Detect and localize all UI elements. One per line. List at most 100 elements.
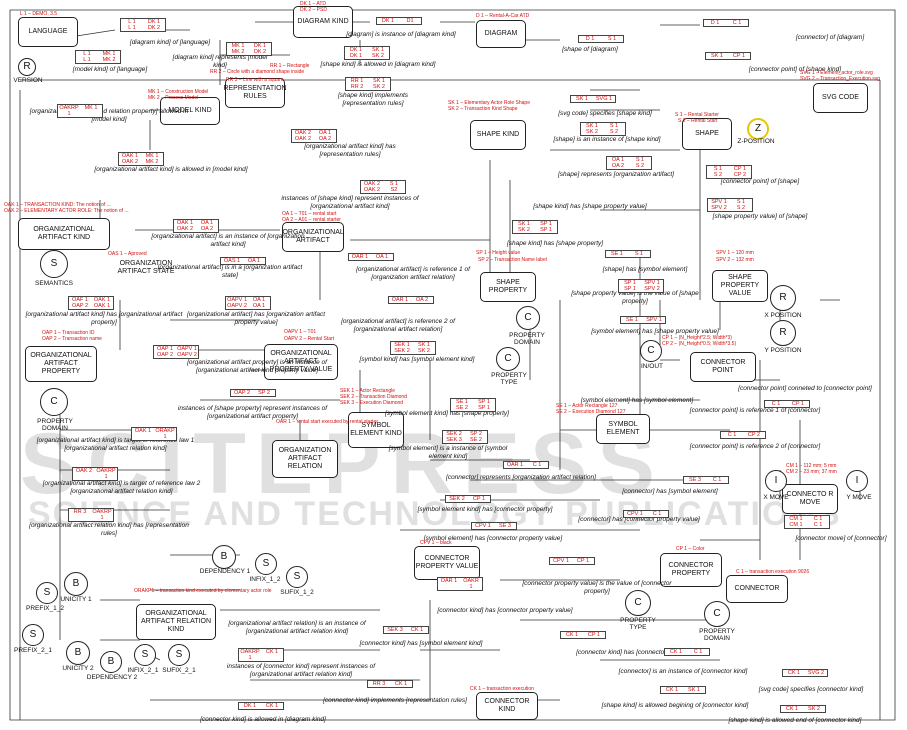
annotation-label: RR 1 – Rectangle (270, 63, 310, 69)
table-cell: OAKRP 1 (92, 509, 112, 521)
table-cell: RR 3 (73, 509, 87, 515)
table-cell: C 1 (813, 516, 823, 522)
table-cell: SE 2 (470, 437, 482, 443)
annotation-label: SP 2 – Transaction Name label (478, 257, 547, 263)
annotation-label: SVG 1 – Element_actor_role.svg (800, 70, 873, 76)
connector-property-value-entity: CONNECTOR PROPERTY VALUE (414, 546, 480, 580)
table-cell: S 2 (736, 205, 746, 211)
fact-label: [organizational artifact kind] is target… (42, 480, 201, 495)
s-prefix-2-1-circle: S (22, 624, 44, 646)
i-x-move-circle: I (765, 470, 787, 492)
annotation-label: OAR 1 – rental start executed by rental … (276, 419, 378, 425)
fact-label: [symbol element] has [symbol element] (580, 397, 694, 404)
fact-label: [shape kind] implements [representation … (337, 92, 409, 107)
table-cell: CK 1 (265, 649, 279, 655)
table-cell: OAF 1 (72, 297, 88, 303)
table-cell: SK 2 (418, 348, 430, 354)
annotation-label: CM 2 – 23 mm; 37 mm (786, 469, 837, 475)
annotation-label: OA 1 – T01 – rental start (282, 211, 337, 217)
table-cell: SK 1 (518, 221, 530, 227)
table-cell: C 1 (532, 462, 542, 468)
table-cell: OAP 2 (233, 390, 251, 396)
table-cell: SK 1 (373, 78, 385, 84)
circle-label: IN/OUT (640, 363, 664, 370)
fact-label: [organizational artifact] is in a [organ… (157, 264, 303, 279)
watermark-sub: SCIENCE AND TECHNOLOGY PUBLICATIONS (28, 495, 842, 533)
b-unicity-1-circle: B (64, 572, 88, 596)
table-cell: SK 1 (372, 47, 384, 53)
table-cell: RR 3 (372, 681, 386, 687)
organizational-artifact-property-value-entity: ORGANIZATIONAL ARTIFACT PROPERTY VALUE (264, 344, 338, 380)
fact-label: [diagram] is instance of [diagram kind] (346, 31, 456, 38)
table-cell: SE 1 (456, 399, 468, 405)
table-cell: OAK 1 (93, 297, 111, 303)
c-property-type-circle: C (625, 590, 651, 616)
annotation-label: SPV 1 – 120 mm (716, 250, 754, 256)
fact-label: [organizational artifact] is reference 1… (356, 266, 470, 281)
table-cell: SEK 2 (449, 496, 465, 502)
table-cell: OAPV 2 (177, 352, 197, 358)
circle-label: PROPERTY DOMAIN (699, 628, 735, 642)
table-cell: SK 2 (372, 53, 384, 59)
annotation-label: ORAKP1 – transaction kind executed by el… (134, 588, 272, 594)
table-cell: CK 1 (669, 649, 683, 655)
table-cell: OAR 1 (440, 578, 458, 584)
fact-table: OAR 1 OA 1 (348, 253, 394, 261)
annotation-label: S 2 – Rental Start (678, 118, 718, 124)
table-cell: OAKRP 1 (96, 468, 116, 480)
table-cell: C 1 (652, 511, 662, 517)
table-cell: OAKRP 1 (59, 105, 79, 117)
fact-label: [connector kind] has [symbol element kin… (359, 640, 483, 647)
table-cell: OA 1 (375, 254, 389, 260)
table-cell: CPV 1 (475, 523, 491, 529)
shape-entity: SHAPE (682, 118, 732, 150)
annotation-label: SK 1 – Elementary Actor Role Shape (448, 100, 530, 106)
table-cell: S2 (390, 187, 398, 193)
table-cell: CP 1 (587, 632, 601, 638)
table-cell: SEK 2 (446, 431, 462, 437)
table-cell: OAR 1 (351, 254, 369, 260)
circle-label: INFIX_1_2 (249, 576, 281, 583)
annotation-label: MK 1 – Construction Model (148, 89, 209, 95)
table-cell: S 1 (635, 157, 645, 163)
table-cell: CK 1 (265, 703, 279, 709)
table-cell: DK 1 (147, 19, 161, 25)
s-infix-2-1-circle: S (134, 644, 156, 666)
r-version-circle: R (18, 58, 36, 76)
fact-label: [diagram kind] of [language] (129, 39, 211, 46)
table-cell: OA 2 (415, 297, 429, 303)
table-cell: CP 1 (791, 401, 805, 407)
model-kind-entity: MODEL KIND (160, 97, 220, 125)
fact-label: instances of [shape property] represent … (177, 405, 328, 420)
table-cell: D 1 (585, 36, 595, 42)
annotation-label: DK 1 – ATD (300, 1, 327, 7)
table-cell: CM 1 (789, 522, 803, 528)
annotation-label: MK 2 – Process Model (148, 95, 199, 101)
fact-label: [organizational artifact relation kind] … (29, 522, 189, 537)
fact-label: [organizational artifact relation] is an… (228, 620, 366, 635)
table-cell: L 1 (128, 19, 136, 25)
table-cell: CP 1 (576, 558, 590, 564)
table-cell: SP 2 (258, 390, 270, 396)
table-cell: C 1 (712, 477, 722, 483)
circle-label: DEPENDENCY 2 (86, 674, 138, 681)
table-cell: CK 1 (410, 627, 424, 633)
fact-label: [connector point] is reference 2 of [con… (689, 443, 821, 450)
connector-property-entity: CONNECTOR PROPERTY (660, 553, 722, 587)
